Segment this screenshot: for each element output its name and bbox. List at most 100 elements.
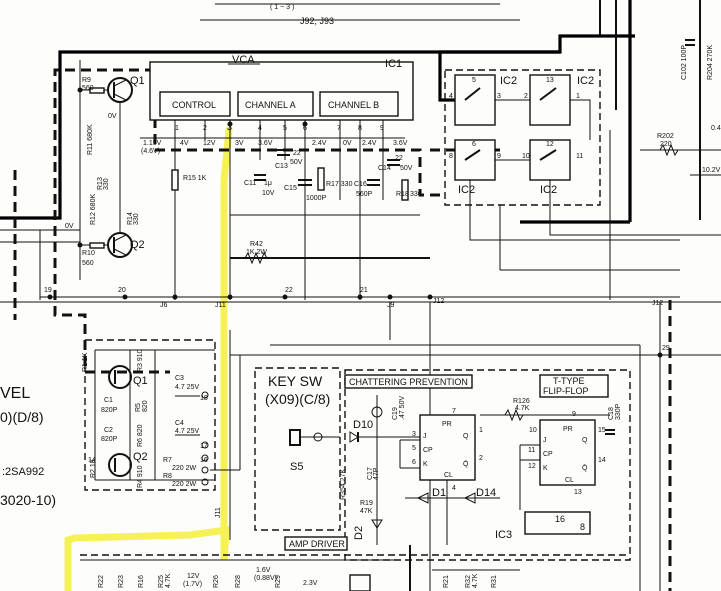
voltage-label: (4.6V)	[141, 148, 160, 155]
r19-value: 47K	[360, 508, 373, 515]
voltage-label: 4V	[180, 140, 189, 147]
r5-label: R5	[135, 403, 142, 412]
ff-pin: CP	[423, 447, 433, 454]
c18-value: 330P	[615, 403, 622, 420]
ff-pin: Q	[582, 437, 588, 444]
ff-pin: Q	[463, 433, 469, 440]
ff-pin: 14	[598, 457, 606, 464]
node-label: J12	[433, 298, 444, 305]
ic2-pin: 6	[472, 141, 476, 148]
d10-label: D10	[353, 419, 373, 431]
chattering-prevention-block: CHATTERING PREVENTION C19 .47 50V R354 2…	[340, 369, 631, 591]
lower-q1-label: Q1	[133, 375, 148, 387]
side-label-board: 3020-10)	[0, 492, 56, 508]
r19-label: R19	[360, 500, 373, 507]
ff-pin: 15	[598, 427, 606, 434]
c17-label: C17	[367, 467, 374, 480]
voltage-label: 0V	[343, 140, 352, 147]
q1-label: Q1	[130, 75, 145, 87]
voltage-label: 2.4V	[362, 140, 377, 147]
c11-value: 1μ	[264, 180, 272, 187]
key-sw-ref: (X09)(C/8)	[265, 391, 330, 407]
r1-label: R1 1K	[82, 352, 89, 372]
ff-pin: 12	[528, 463, 536, 470]
r17-label: R17 330	[326, 181, 353, 188]
ref-a: ( 1 ~ 3 )	[270, 4, 294, 11]
voltage-label: 0.4	[711, 125, 721, 132]
ic1-label: IC1	[385, 58, 402, 70]
voltage-label: (0.88V)	[254, 575, 277, 582]
c16-label: C16	[354, 181, 367, 188]
r15-label: R15 1K	[183, 175, 207, 182]
j11-bottom-label: J11	[215, 507, 222, 518]
ff-pin: 6	[412, 459, 416, 466]
c17-value: 47P	[373, 467, 380, 480]
ic2-pin: 4	[449, 93, 453, 100]
voltage-label: 3V	[235, 140, 244, 147]
d2-label: D2	[353, 526, 365, 540]
pin-7: 7	[337, 125, 341, 132]
amp-driver-title: AMP DRIVER	[289, 539, 345, 549]
ic2-pin: 12	[546, 141, 554, 148]
r5-value: 820	[142, 400, 149, 412]
top-references: ( 1 ~ 3 ) J92, J93	[200, 0, 601, 36]
c19-label: C19	[392, 407, 399, 420]
s5-label: S5	[290, 461, 303, 473]
bottom-part-label: R25	[158, 575, 165, 588]
voltage-label: 1.6V	[256, 567, 271, 574]
node-label: 19	[44, 287, 52, 294]
lower-q2-label: Q2	[133, 451, 148, 463]
ic3-label: IC3	[495, 529, 512, 541]
c2-value: 820P	[101, 436, 118, 443]
side-labels: VEL 0)(D/8) :2SA992 3020-10)	[0, 385, 56, 508]
r354-label: R354 27K	[340, 469, 347, 500]
r202-value: 220	[660, 141, 672, 148]
node-number: 17	[200, 443, 208, 450]
side-label-part: :2SA992	[2, 466, 44, 478]
c14-value: 22	[395, 155, 403, 162]
left-transistor-stage: Q1 Q2 R9 560 0V R11 680K R13 330 R12 680…	[0, 60, 145, 300]
ff-pin: CL	[565, 477, 574, 484]
chattering-title: CHATTERING PREVENTION	[349, 377, 468, 387]
c11-label: C11	[244, 180, 256, 187]
r6-label: R6 820	[137, 424, 144, 447]
ic2-pin: 1	[576, 93, 580, 100]
voltage-label: 12V	[187, 573, 200, 580]
ff-pin: PR	[563, 426, 573, 433]
r14-label: R14	[127, 212, 134, 225]
node-label: 21	[360, 287, 368, 294]
key-sw-title: KEY SW	[268, 373, 323, 389]
ic2-pin: 2	[524, 93, 528, 100]
ff-pin: 2	[479, 455, 483, 462]
r7-value: 220 2W	[172, 465, 197, 472]
r2-label: R2 1K	[90, 458, 97, 478]
d14-label: D14	[476, 487, 496, 499]
side-label-ref: 0)(D/8)	[0, 409, 44, 425]
ff-pin: 10	[529, 427, 537, 434]
bottom-part-label: R29	[275, 575, 282, 588]
lower-left-block: Q1 Q2 R1 1K R3 910 R5 820 C1 820P C2 820…	[82, 330, 241, 540]
ic2-label: IC2	[500, 75, 517, 87]
c11-voltage: 10V	[262, 190, 275, 197]
node-label: 22	[285, 287, 293, 294]
c102-label: C102 100P	[681, 45, 688, 80]
r202-label: R202	[657, 133, 674, 140]
r126-value: 4.7K	[515, 405, 530, 412]
c3-value: 4.7 25V	[175, 384, 199, 391]
r8-value: 220 2W	[172, 481, 197, 488]
ff-pin: Q̄	[582, 464, 588, 472]
bottom-part-value: 4.7K	[472, 573, 479, 588]
ff-pin: K	[423, 461, 428, 468]
highlighted-trace	[64, 126, 233, 591]
node-label: 29	[662, 345, 670, 352]
voltage-label: 12V	[203, 140, 216, 147]
c15-label: C15	[284, 185, 297, 192]
r11-label: R11 680K	[87, 124, 94, 155]
ic2-label: IC2	[540, 184, 557, 196]
r10-label: R10	[82, 250, 95, 257]
c13-voltage: 50V	[290, 159, 303, 166]
c13-label: C13	[275, 163, 288, 170]
voltage-label: (1.7V)	[183, 581, 202, 588]
ff-pin: 1	[479, 427, 483, 434]
